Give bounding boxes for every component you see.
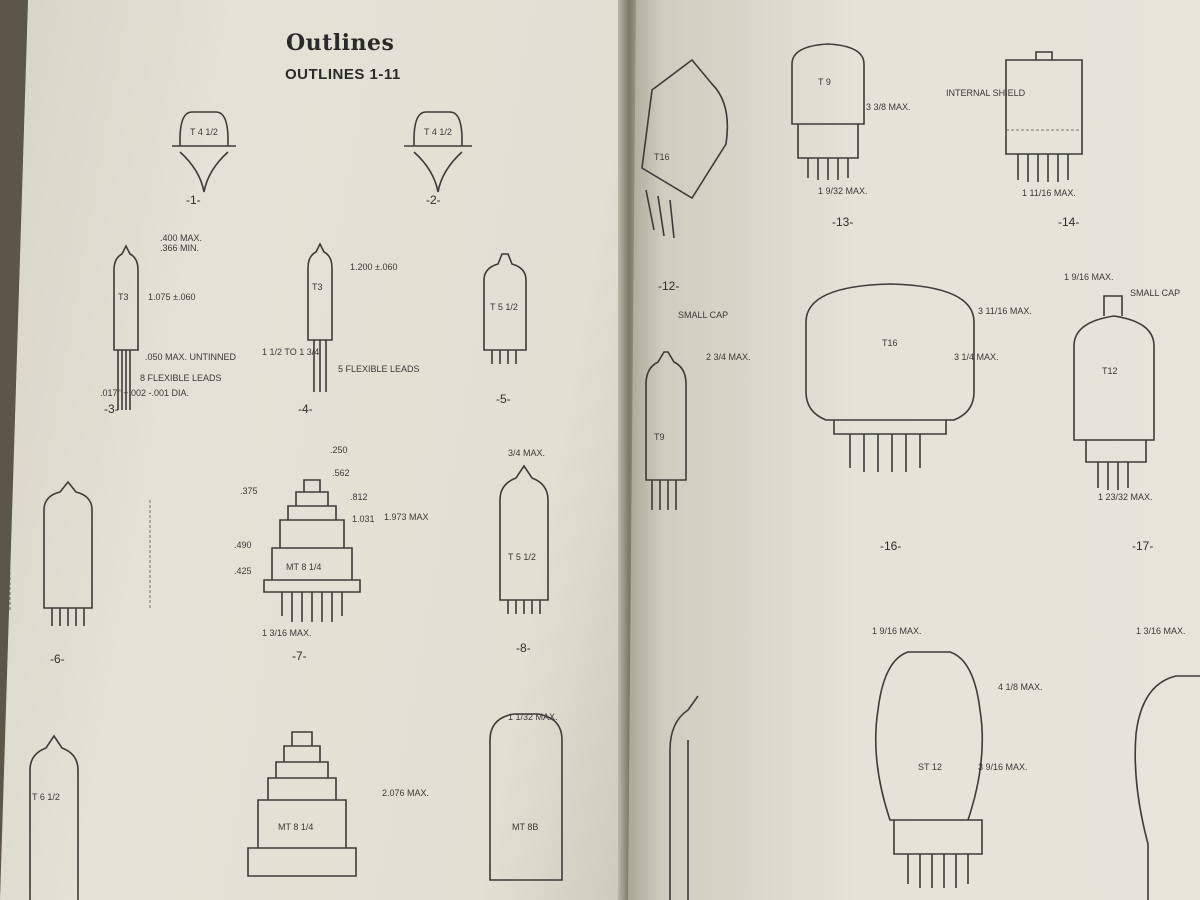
outline-st12-label: ST 12 — [918, 762, 942, 772]
outline-4: T3 1.200 ±.060 5 FLEXIBLE LEADS 1 1/2 TO… — [262, 242, 420, 416]
note-1-3-16-max-right: 1 3/16 MAX. — [1136, 626, 1186, 636]
outline-5-number: -5- — [496, 392, 511, 406]
outline-10-label: MT 8 1/4 — [278, 822, 313, 832]
outline-12-number: -12- — [658, 279, 679, 293]
outline-12: T16 -12- — [641, 58, 729, 293]
outline-8-number: -8- — [516, 641, 531, 655]
outline-15: T9 SMALL CAP 2 3/4 MAX. — [645, 310, 751, 510]
outline-3-label: T3 — [118, 292, 129, 302]
outline-5: T 5 1/2 -5- — [483, 253, 527, 406]
outline-7: MT 8 1/4 .250 .562 .812 1.031 .375 .490 … — [234, 445, 429, 663]
note-4-1-8-max: 4 1/8 MAX. — [998, 682, 1043, 692]
outline-11-label: MT 8B — [512, 822, 538, 832]
outline-16-label: T16 — [882, 338, 898, 348]
note-3-4-max: 3/4 MAX. — [508, 448, 545, 458]
outline-1-label: T 4 1/2 — [190, 127, 218, 137]
note-1-3-16-max: 1 3/16 MAX. — [262, 628, 312, 638]
outline-4-number: -4- — [298, 402, 313, 416]
outline-16-number: -16- — [880, 539, 901, 553]
note-5-leads: 5 FLEXIBLE LEADS — [338, 364, 420, 374]
dim-375: .375 — [240, 486, 258, 496]
note-small-cap-15: SMALL CAP — [678, 310, 728, 320]
note-3-11-16-max: 3 11/16 MAX. — [978, 306, 1032, 316]
outline-7-label: MT 8 1/4 — [286, 562, 321, 572]
outline-6-number: -6- — [50, 652, 65, 666]
outline-14-number: -14- — [1058, 215, 1079, 229]
outline-8: T 5 1/2 3/4 MAX. -8- — [499, 448, 549, 655]
note-050-untinned: .050 MAX. UNTINNED — [145, 352, 237, 362]
outline-3: T3 .400 MAX. .366 MIN. 1.075 ±.060 .050 … — [100, 233, 237, 416]
note-3-1-4-max: 3 1/4 MAX. — [954, 352, 999, 362]
outline-6: -6- — [9, 480, 151, 666]
note-1075: 1.075 ±.060 — [148, 292, 195, 302]
note-2-3-4-max: 2 3/4 MAX. — [706, 352, 751, 362]
dim-425: .425 — [234, 566, 252, 576]
left-page: Outlines OUTLINES 1-11 T 4 1/2 -1- T 4 1… — [0, 0, 640, 900]
outline-8-label: T 5 1/2 — [508, 552, 536, 562]
outline-13-number: -13- — [832, 215, 853, 229]
section-subtitle: OUTLINES 1-11 — [285, 66, 401, 83]
note-2076: 2.076 MAX. — [382, 788, 429, 798]
outline-5-label: T 5 1/2 — [490, 302, 518, 312]
note-leads-length: 1 1/2 TO 1 3/4 — [262, 347, 319, 357]
outline-2: T 4 1/2 -2- — [404, 111, 472, 207]
outline-18 — [669, 695, 699, 900]
outline-17-label: T12 — [1102, 366, 1118, 376]
outline-19: 1 3/16 MAX. — [1134, 626, 1200, 900]
note-small-cap-17: SMALL CAP — [1130, 288, 1180, 298]
outline-1-number: -1- — [186, 193, 201, 207]
dim-562: .562 — [332, 468, 350, 478]
note-3-9-16-max: 3 9/16 MAX. — [978, 762, 1028, 772]
outline-3-number: -3- — [104, 402, 119, 416]
note-1-9-32-max: 1 9/32 MAX. — [818, 186, 868, 196]
right-page: T16 -12- T 9 1 9/32 MAX. 3 3/8 MAX. -13-… — [628, 0, 1200, 900]
outline-st12: ST 12 1 9/16 MAX. 4 1/8 MAX. 3 9/16 MAX. — [872, 626, 1043, 888]
outline-2-label: T 4 1/2 — [424, 127, 452, 137]
note-1-23-32-max: 1 23/32 MAX. — [1098, 492, 1153, 502]
outline-13: T 9 1 9/32 MAX. 3 3/8 MAX. -13- — [791, 43, 911, 229]
note-400-max: .400 MAX. — [160, 233, 202, 243]
left-outline-drawings: T 4 1/2 -1- T 4 1/2 -2- T3 .400 MAX. .36… — [9, 111, 563, 900]
note-internal-shield: INTERNAL SHIELD — [946, 88, 1026, 98]
note-1973: 1.973 MAX — [384, 512, 429, 522]
note-1-9-16-max-bottom: 1 9/16 MAX. — [872, 626, 922, 636]
outline-7-number: -7- — [292, 649, 307, 663]
outline-17: T12 SMALL CAP 1 9/16 MAX. 1 23/32 MAX. -… — [1064, 272, 1180, 553]
outline-14: INTERNAL SHIELD 1 11/16 MAX. -14- — [946, 51, 1083, 229]
outline-13-label: T 9 — [818, 77, 831, 87]
outline-15-label: T9 — [654, 432, 665, 442]
page-title: Outlines — [286, 30, 395, 56]
outline-11: MT 8B 1 1/32 MAX. — [489, 712, 563, 881]
note-8-leads: 8 FLEXIBLE LEADS — [140, 373, 222, 383]
dim-250: .250 — [330, 445, 348, 455]
outline-10: MT 8 1/4 2.076 MAX. — [247, 731, 429, 877]
outline-2-number: -2- — [426, 193, 441, 207]
outline-1: T 4 1/2 -1- — [172, 111, 236, 207]
outline-4-label: T3 — [312, 282, 323, 292]
outline-9: T 6 1/2 — [29, 734, 79, 900]
right-outline-drawings: T16 -12- T 9 1 9/32 MAX. 3 3/8 MAX. -13-… — [641, 43, 1200, 900]
note-366-min: .366 MIN. — [160, 243, 199, 253]
note-3-3-8-max: 3 3/8 MAX. — [866, 102, 911, 112]
outline-16: T16 3 11/16 MAX. 3 1/4 MAX. -16- — [805, 283, 1032, 553]
dim-812: .812 — [350, 492, 368, 502]
dim-1031: 1.031 — [352, 514, 375, 524]
note-1-1-32-max: 1 1/32 MAX. — [508, 712, 558, 722]
outline-12-label: T16 — [654, 152, 670, 162]
note-1200: 1.200 ±.060 — [350, 262, 397, 272]
note-017-dia: .017" +.002 -.001 DIA. — [100, 388, 189, 398]
outline-17-number: -17- — [1132, 539, 1153, 553]
note-1-9-16-max: 1 9/16 MAX. — [1064, 272, 1114, 282]
note-1-11-16-max: 1 11/16 MAX. — [1022, 188, 1076, 198]
outline-9-label: T 6 1/2 — [32, 792, 60, 802]
dim-490: .490 — [234, 540, 252, 550]
